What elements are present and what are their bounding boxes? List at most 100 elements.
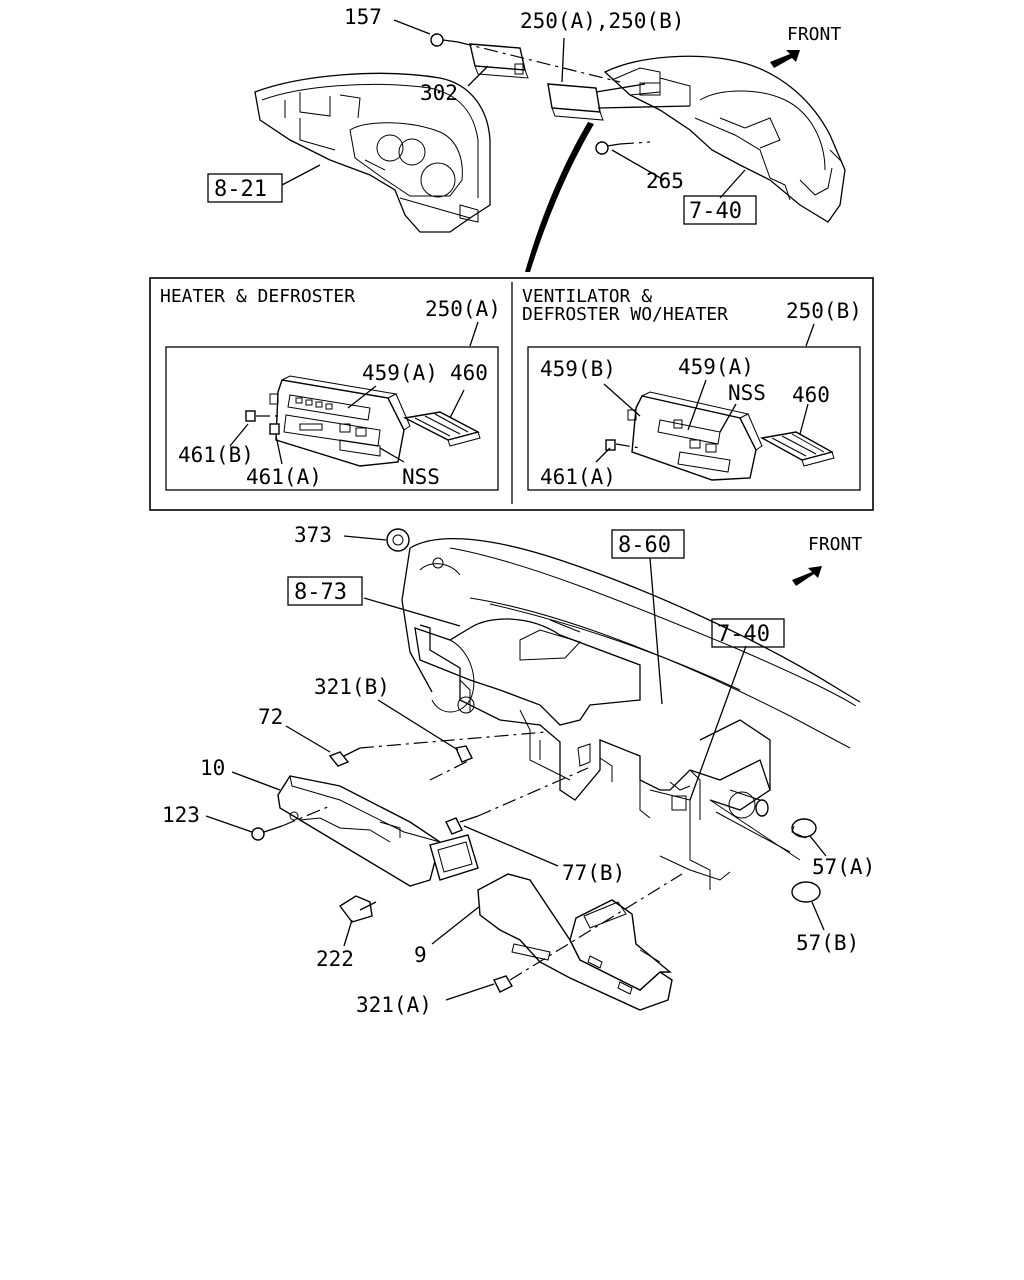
inset-left-title: HEATER & DEFROSTER	[160, 286, 355, 307]
ref-box-821	[207, 173, 283, 203]
leader-265-dash	[619, 141, 651, 145]
leader-821	[281, 164, 321, 186]
ref-821: 8-21	[214, 177, 267, 202]
lower-dashboard-drawing	[386, 528, 861, 890]
ref-873: 8-73	[294, 580, 347, 605]
leader-459b	[603, 383, 641, 417]
leader-77b	[463, 825, 559, 867]
ref-box-873	[287, 576, 363, 606]
callout-250ab: 250(A),250(B)	[520, 9, 684, 33]
callout-pointer	[525, 122, 594, 272]
leader-nss-left	[379, 447, 405, 463]
inset-frame	[149, 277, 874, 511]
callout-265: 265	[646, 169, 684, 193]
bracket-302	[469, 43, 529, 79]
leader-461a-right-dash	[615, 443, 641, 449]
screw-265	[595, 141, 621, 155]
ventilator-control-unit	[627, 391, 763, 481]
leader-250ab	[561, 37, 565, 83]
inset-right-461a: 461(A)	[540, 465, 616, 489]
leader-222	[343, 919, 353, 947]
screw-123	[251, 825, 283, 841]
leader-123	[205, 815, 253, 833]
callout-10: 10	[200, 756, 225, 780]
plug-57b	[791, 881, 821, 903]
callout-222: 222	[316, 947, 354, 971]
callout-302: 302	[420, 81, 458, 105]
inset-left-459a: 459(A)	[362, 361, 438, 385]
leader-nss-right	[719, 403, 737, 433]
leader-123-dash	[281, 805, 331, 827]
callout-72: 72	[258, 705, 283, 729]
ref-740-bottom: 7-40	[717, 622, 770, 647]
inset-right-assembly: 250(B)	[786, 299, 862, 323]
leader-373	[343, 535, 387, 541]
clip-222	[338, 895, 377, 923]
callout-157: 157	[344, 5, 382, 29]
dashboard-drawing	[603, 55, 846, 223]
inset-right-nss: NSS	[728, 381, 766, 405]
leader-250b-inset	[805, 323, 815, 347]
leader-10	[231, 771, 281, 791]
ref-box-860	[611, 529, 685, 559]
leader-9	[431, 905, 481, 945]
clip-321b	[455, 745, 473, 763]
ref-860: 8-60	[618, 533, 671, 558]
screw-157	[430, 33, 459, 47]
connector-460-left	[402, 411, 481, 447]
leader-740-bottom	[689, 645, 747, 801]
leader-72-dash	[359, 731, 547, 749]
inset-right-460: 460	[792, 383, 830, 407]
front-label-top: FRONT	[787, 24, 841, 45]
callout-321b: 321(B)	[314, 675, 390, 699]
front-arrow-bottom	[792, 566, 822, 586]
connector-460-right	[759, 431, 835, 467]
inset-right-box	[527, 346, 861, 491]
leader-72	[285, 725, 331, 753]
callout-57a: 57(A)	[812, 855, 875, 879]
leader-873	[363, 597, 461, 627]
inset-right-459a: 459(A)	[678, 355, 754, 379]
inset-left-461a: 461(A)	[246, 465, 322, 489]
callout-321a: 321(A)	[356, 993, 432, 1017]
inset-left-nss: NSS	[402, 465, 440, 489]
leader-459a-left	[347, 385, 377, 409]
leader-77b-dash	[477, 767, 589, 817]
front-label-bottom: FRONT	[808, 534, 862, 555]
leader-460-left	[449, 389, 465, 419]
leader-740-top	[719, 169, 746, 199]
front-arrow-top	[770, 50, 800, 68]
bolt-77b	[445, 815, 479, 835]
inset-left-461b: 461(B)	[178, 443, 254, 467]
leader-461a-left	[275, 435, 283, 465]
callout-373: 373	[294, 523, 332, 547]
inset-right-459b: 459(B)	[540, 357, 616, 381]
instrument-cluster-drawing	[254, 72, 491, 233]
callout-57b: 57(B)	[796, 931, 859, 955]
knob-461a-right	[605, 439, 616, 451]
leader-461a-right	[595, 447, 611, 463]
leader-461b	[229, 423, 249, 447]
bolt-72	[328, 747, 361, 767]
inset-left-box	[165, 346, 499, 491]
leader-302	[467, 65, 489, 87]
leader-57a	[809, 835, 827, 857]
ref-box-740-top	[683, 195, 757, 225]
callout-9: 9	[414, 943, 427, 967]
duct-10	[277, 775, 479, 887]
control-unit-250	[547, 83, 691, 121]
leader-265	[611, 149, 665, 181]
leader-321a-dash	[509, 873, 683, 981]
leader-250a-inset	[469, 321, 479, 347]
knob-461b	[245, 410, 256, 422]
fastener-57-small	[755, 799, 769, 817]
nut-321a	[493, 975, 513, 993]
plug-57a	[791, 818, 817, 839]
leader-459a-right	[687, 379, 707, 431]
leader-157-dash	[457, 41, 621, 83]
callout-123: 123	[162, 803, 200, 827]
heater-control-unit	[269, 375, 411, 467]
inset-left-460: 460	[450, 361, 488, 385]
